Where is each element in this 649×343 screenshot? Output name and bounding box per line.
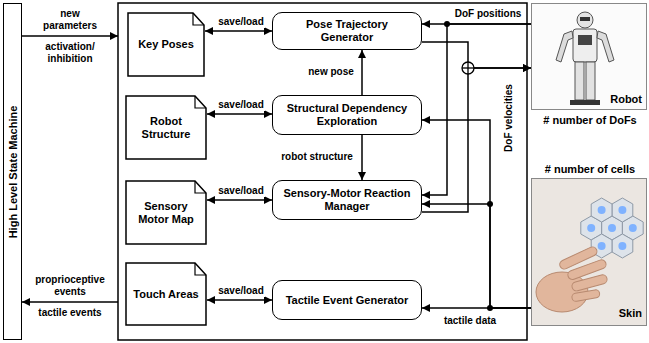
robot-visor [580, 17, 590, 21]
connector-line [205, 30, 272, 32]
parameter-arrow [22, 35, 118, 37]
robot-ground [532, 4, 646, 109]
node-text: Touch Areas [133, 288, 198, 301]
connector-line [422, 24, 531, 195]
junction-dot [487, 305, 493, 311]
data-document: Robot Structure [125, 95, 207, 160]
connector-line [361, 135, 363, 180]
edge-label: new pose [307, 66, 355, 78]
hand-finger [571, 289, 600, 302]
skin-cell [591, 198, 612, 222]
robot-left-arm [556, 31, 573, 62]
connector-line [422, 68, 531, 212]
signal-label: proprioceptive events [25, 274, 115, 298]
document-fold [193, 13, 204, 25]
edge-label: DoF velocities [503, 83, 515, 153]
robot-torso [573, 29, 597, 62]
document-shape [126, 263, 206, 325]
document-shape [126, 96, 206, 159]
robot-illustration [532, 4, 646, 109]
process-box: Structural Dependency Exploration [272, 95, 422, 135]
data-document: Key Poses [127, 12, 205, 77]
edge-label: save/load [217, 285, 265, 297]
robot-chest [578, 35, 592, 45]
skin-ground [532, 179, 646, 325]
robot-left-foot [570, 100, 585, 105]
data-document: Touch Areas [125, 262, 207, 326]
skin-cell [612, 234, 633, 258]
event-arrow [22, 301, 118, 303]
process-box: Sensory-Motor Reaction Manager [272, 180, 422, 220]
signal-label: new parameters [38, 8, 102, 32]
skin-illustration [532, 179, 646, 325]
connector-line [207, 299, 272, 301]
robot-panel: Robot# number of DoFs [531, 3, 647, 110]
node-text: Structural Dependency Exploration [279, 102, 415, 128]
data-document: Sensory Motor Map [125, 180, 207, 245]
connector-line [422, 204, 531, 308]
document-fold [195, 181, 206, 193]
connector-line [422, 42, 531, 68]
edge-label: tactile data [443, 315, 497, 327]
node-text: Skin [619, 307, 642, 320]
node-text: Sensory Motor Map [131, 200, 201, 226]
connector-line [207, 113, 272, 115]
node-text: High Level State Machine [6, 105, 19, 238]
skin-panel: # number of cellsSkin [531, 178, 647, 326]
node-text: # number of DoFs [532, 114, 648, 127]
node-text: Robot [610, 93, 642, 106]
edge-label: save/load [217, 16, 265, 28]
node-text: Key Poses [138, 38, 194, 51]
node-text: Tactile Event Generator [286, 294, 409, 307]
edge-label: save/load [217, 185, 265, 197]
module-frame [118, 3, 527, 340]
hand-finger [571, 274, 608, 292]
node-text: Robot Structure [131, 115, 201, 141]
summing-point [462, 62, 474, 74]
skin-cell [612, 198, 633, 222]
robot-right-foot [585, 100, 600, 105]
document-shape [128, 13, 204, 76]
robot-right-arm [597, 31, 614, 62]
state-machine-bar: High Level State Machine [3, 3, 22, 340]
node-text: Pose Trajectory Generator [279, 18, 415, 44]
process-box: Pose Trajectory Generator [272, 12, 422, 50]
document-fold [195, 96, 206, 108]
process-box: Tactile Event Generator [272, 280, 422, 320]
edge-label: save/load [217, 99, 265, 111]
robot-head [577, 12, 593, 28]
summing-cross [467, 62, 468, 74]
signal-label: activation/ inhibition [38, 41, 102, 65]
edge-label: DoF positions [454, 8, 523, 20]
junction-dot [444, 21, 450, 27]
node-text: Sensory-Motor Reaction Manager [279, 187, 415, 213]
connector-line [361, 50, 363, 95]
robot-left-leg [575, 62, 584, 100]
signal-label: tactile events [38, 307, 102, 319]
robot-right-leg [586, 62, 595, 100]
edge-label: robot structure [280, 151, 354, 163]
node-text: # number of cells [532, 163, 648, 176]
junction-dot [487, 201, 493, 207]
document-shape [126, 181, 206, 244]
connector-line [207, 199, 272, 201]
document-fold [195, 263, 206, 275]
connector-line [422, 307, 531, 309]
